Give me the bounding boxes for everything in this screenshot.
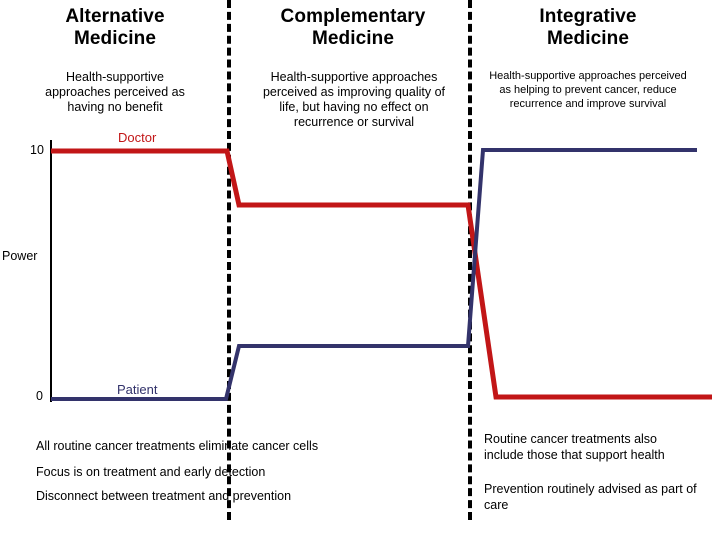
doctor-power-line: [51, 148, 712, 400]
bullet-left-2: Focus is on treatment and early detectio…: [36, 465, 266, 479]
column-title-alternative: Alternative Medicine: [26, 6, 204, 50]
column-title-complementary-line1: Complementary: [280, 6, 426, 27]
y-axis-tick-max: 10: [30, 143, 44, 157]
y-axis-tick-min: 0: [36, 389, 43, 403]
series-label-doctor: Doctor: [118, 130, 157, 145]
column-title-alternative-line1: Alternative: [65, 6, 165, 27]
column-title-complementary-line2: Medicine: [311, 27, 395, 49]
bullet-left-3: Disconnect between treatment and prevent…: [36, 489, 292, 503]
column-subtitle-complementary: Health-supportive approaches perceived a…: [262, 70, 446, 129]
column-subtitle-integrative: Health-supportive approaches perceived a…: [489, 70, 687, 110]
column-subtitle-alternative: Health-supportive approaches perceived a…: [45, 70, 185, 114]
series-label-patient: Patient: [117, 382, 158, 397]
divider-line-2: [468, 0, 472, 520]
column-title-alternative-line2: Medicine: [73, 27, 157, 49]
bullet-right-2: Prevention routinely advised as part of …: [484, 482, 697, 512]
patient-power-line: [51, 148, 697, 401]
column-title-integrative: Integrative Medicine: [490, 6, 686, 50]
bullet-left-1: All routine cancer treatments eliminate …: [36, 439, 319, 453]
column-title-integrative-line1: Integrative: [539, 6, 637, 27]
column-title-integrative-line2: Medicine: [546, 27, 630, 49]
y-axis-line: [50, 140, 52, 402]
y-axis-title: Power: [2, 249, 38, 263]
column-title-complementary: Complementary Medicine: [248, 6, 458, 50]
bullet-right-1: Routine cancer treatments also include t…: [484, 432, 665, 462]
